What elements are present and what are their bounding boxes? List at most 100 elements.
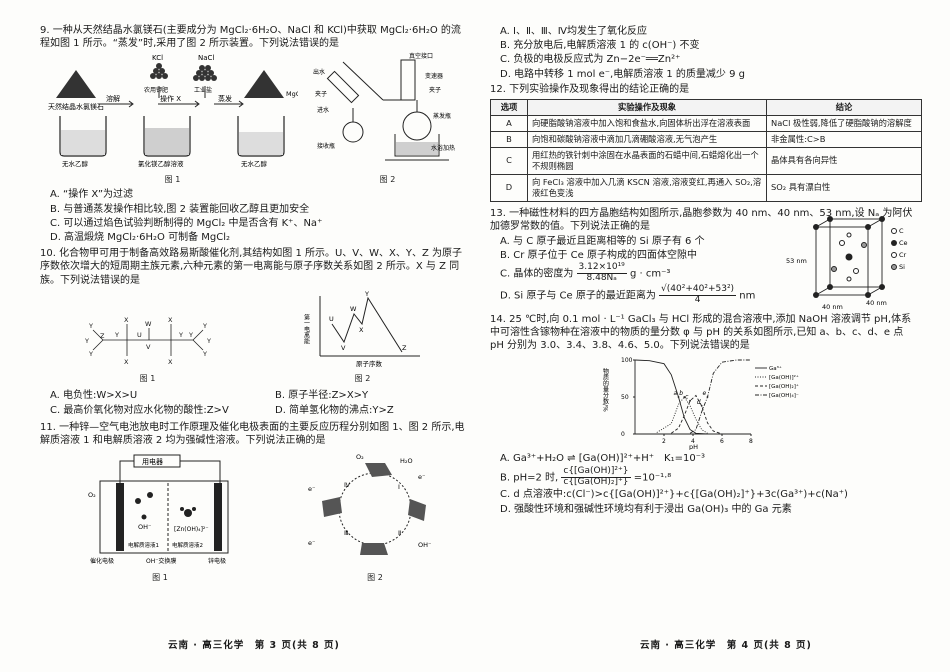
q10-figure-2: 第一电离能 原子序数 U V W X Y Z 图 2 [298, 290, 428, 385]
q11-option-c[interactable]: C. 负极的电极反应式为 Zn−2e⁻══Zn²⁺ [500, 54, 681, 66]
joint-label: 变速器 [425, 72, 443, 80]
beaker-icon [58, 116, 107, 157]
q9-figure-1: 天然结晶水氯镁石 KCl 农用钾肥 NaCl 工业盐 MgCl₂·6H₂O 溶解… [48, 52, 324, 185]
point-label: b [679, 390, 683, 397]
inlet-label: 进水 [317, 106, 329, 114]
q13-option-d[interactable]: D. Si 原子与 Ce 原子的最近距离为 √(40²+40²+53²)4 nm [500, 284, 790, 306]
q9-option-a[interactable]: A. “操作 X”为过滤 [50, 189, 134, 201]
q9-fig2-caption: 图 2 [379, 174, 396, 184]
q13-d-unit: nm [739, 290, 756, 302]
ce-atom [879, 283, 885, 290]
beaker-icon [236, 116, 285, 157]
atom-label: Y [84, 337, 89, 345]
point-label: e [703, 390, 707, 397]
q9-option-b[interactable]: B. 与普通蒸发操作相比较,图 2 装置能回收乙醇且更加安全 [50, 203, 310, 215]
cr-atom [839, 239, 845, 246]
atom-label: Y [88, 350, 93, 358]
q11-figure-2: H₂O e⁻ Ⅳ Ⅰ Ⅲ Ⅱ e⁻ e⁻ O₂ OH⁻ 图 2 [300, 451, 450, 584]
chart-point [689, 400, 691, 403]
series-line [671, 395, 723, 435]
crystal-pile-icon [243, 70, 284, 99]
electrolyte1-label: 电解质溶液1 [128, 541, 159, 549]
water-bath-label: 水浴加热 [431, 144, 455, 152]
electrolyte2-label: 电解质溶液2 [172, 541, 203, 549]
clamp-label: 夹子 [315, 90, 327, 98]
q13-d-denominator: 4 [694, 294, 701, 305]
q14-b-fraction: c{[Ga(OH)]²⁺}c{[Ga(OH)₂]⁺} [561, 465, 631, 488]
q11-figures: 用电器 O₂ OH⁻ [Zn(OH)₄]²⁻ 电解质溶液1 电解质溶液2 [40, 451, 470, 584]
q9-option-c[interactable]: C. 可以通过焰色试验判断制得的 MgCl₂ 中是否含有 K⁺、Na⁺ [50, 217, 323, 229]
atom-label: Y [88, 322, 93, 330]
table-row[interactable]: A 向硬脂酸钠溶液中加入饱和食盐水,向固体析出浮在溶液表面 NaCl 极性弱,降… [490, 114, 922, 132]
row-conclusion: 非金属性:C>B [766, 130, 922, 148]
row-operation: 向饱和碳酸钠溶液中滴加几滴硼酸溶液,无气泡产生 [527, 130, 767, 148]
q14-option-c[interactable]: C. d 点溶液中:c(Cl⁻)>c{[Ga(OH)]²⁺}+c{[Ga(OH)… [500, 489, 848, 501]
nacl-label: NaCl [198, 54, 214, 62]
legend-ce: Ce [899, 239, 908, 247]
evap-flask-label: 蒸发瓶 [433, 112, 451, 120]
right-column: A. Ⅰ、Ⅱ、Ⅲ、Ⅳ均发生了氧化反应 B. 充分放电后,电解质溶液 1 的 c(… [490, 24, 922, 517]
catalyst-surface-icon [322, 462, 426, 555]
row-conclusion: NaCl 极性弱,降低了硬脂酸钠的溶解度 [766, 114, 922, 132]
atom-label: U [137, 331, 142, 339]
atom-label: W [145, 320, 152, 328]
zn-electrode-label: 锌电极 [208, 557, 226, 565]
table-row[interactable]: C 用红热的铁针刺中涂固在水晶表面的石蜡中间,石蜡熔化出一个不规则椭圆 晶体具有… [490, 146, 922, 175]
question-13-stem: 13. 一种磁性材料的四方晶胞结构如图所示,晶胞参数为 40 nm、40 nm、… [490, 207, 913, 232]
q13-option-b[interactable]: B. Cr 原子位于 Ce 原子构成的四面体空隙中 [500, 250, 697, 262]
table-row[interactable]: B 向饱和碳酸钠溶液中滴加几滴硼酸溶液,无气泡产生 非金属性:C>B [490, 130, 922, 148]
ionization-energy-plot: 第一电离能 原子序数 U V W X Y Z [302, 290, 420, 368]
cell-frame [99, 480, 229, 554]
question-12-stem: 12. 下列实验操作及现象得出的结论正确的是 [490, 83, 690, 95]
q14-b-numerator: c{[Ga(OH)]²⁺} [561, 465, 631, 478]
legend-ce-icon [891, 239, 897, 246]
q11-option-d[interactable]: D. 电路中转移 1 mol e⁻,电解质溶液 1 的质量减少 9 g [500, 68, 745, 80]
legend-label: [Ga(OH)]²⁺ [769, 374, 799, 381]
q10-option-c[interactable]: C. 最高价氧化物对应水化物的酸性:Z>V [50, 405, 229, 417]
q10-option-b[interactable]: B. 原子半径:Z>X>Y [275, 389, 369, 401]
step-iii-label: Ⅲ [344, 529, 348, 537]
appliance-label: 用电器 [142, 457, 163, 466]
row-letter: C [490, 146, 528, 175]
q13-c-denominator: 8.48Nₐ [586, 273, 617, 284]
beaker-1-label: 无水乙醇 [62, 159, 89, 168]
q10-figure-1: Y Y Y Z X X W X X V U Y Y Y Y [83, 310, 213, 385]
kcl-pile-icon [149, 63, 168, 80]
question-10-stem: 10. 化合物甲可用于制备高效路易斯酸催化剂,其结构如图 1 所示。U、V、W、… [40, 248, 463, 286]
step-ii-label: Ⅱ [398, 529, 401, 537]
y-tick-label: 50 [621, 394, 629, 401]
receiver-label: 接收瓶 [317, 142, 335, 150]
q10-option-a[interactable]: A. 电负性:W>X>U [50, 389, 138, 401]
nacl-sub-label: 工业盐 [194, 86, 212, 94]
q14-option-b[interactable]: B. pH=2 时, c{[Ga(OH)]²⁺}c{[Ga(OH)₂]⁺} =1… [500, 465, 920, 488]
q10-option-d[interactable]: D. 简单氢化物的沸点:Y>Z [275, 405, 394, 417]
q13-option-a[interactable]: A. 与 C 原子最近且距离相等的 Si 原子有 6 个 [500, 235, 705, 247]
q13-d-numerator: √(40²+40²+53²) [659, 284, 737, 296]
q9-option-d[interactable]: D. 高温煅烧 MgCl₂·6H₂O 可制备 MgCl₂ [50, 232, 231, 244]
legend-c-icon [891, 227, 897, 234]
ce-atom [813, 223, 819, 230]
series-line [689, 359, 751, 435]
atom-label: X [124, 316, 129, 324]
point-label-y: Y [364, 290, 369, 298]
electron-label: e⁻ [308, 539, 315, 547]
kcl-sub-label: 农用钾肥 [144, 86, 168, 94]
series-line [656, 396, 708, 435]
q14-option-a[interactable]: A. Ga³⁺+H₂O ⇌ [Ga(OH)]²⁺+H⁺ K₁=10⁻³ [500, 453, 705, 465]
y-tick-label: 100 [621, 357, 633, 364]
atom-label: X [168, 358, 173, 366]
table-row[interactable]: D 向 FeCl₃ 溶液中加入几滴 KSCN 溶液,溶液变红,再通入 SO₂,溶… [490, 173, 922, 202]
q13-c-prefix: C. 晶体的密度为 [500, 268, 574, 280]
step-evaporate: 蒸发 [218, 94, 232, 103]
q11-option-b[interactable]: B. 充分放电后,电解质溶液 1 的 c(OH⁻) 不变 [500, 40, 700, 52]
q14-option-d[interactable]: D. 强酸性环境和强碱性环境均有利于浸出 Ga(OH)₃ 中的 Ga 元素 [500, 503, 792, 515]
row-letter: A [490, 114, 528, 132]
chart-point [706, 396, 709, 399]
q11-fig1-caption: 图 1 [152, 573, 168, 583]
x-tick-label: 2 [662, 438, 666, 445]
q11-option-a[interactable]: A. Ⅰ、Ⅱ、Ⅲ、Ⅳ均发生了氧化反应 [500, 26, 648, 37]
